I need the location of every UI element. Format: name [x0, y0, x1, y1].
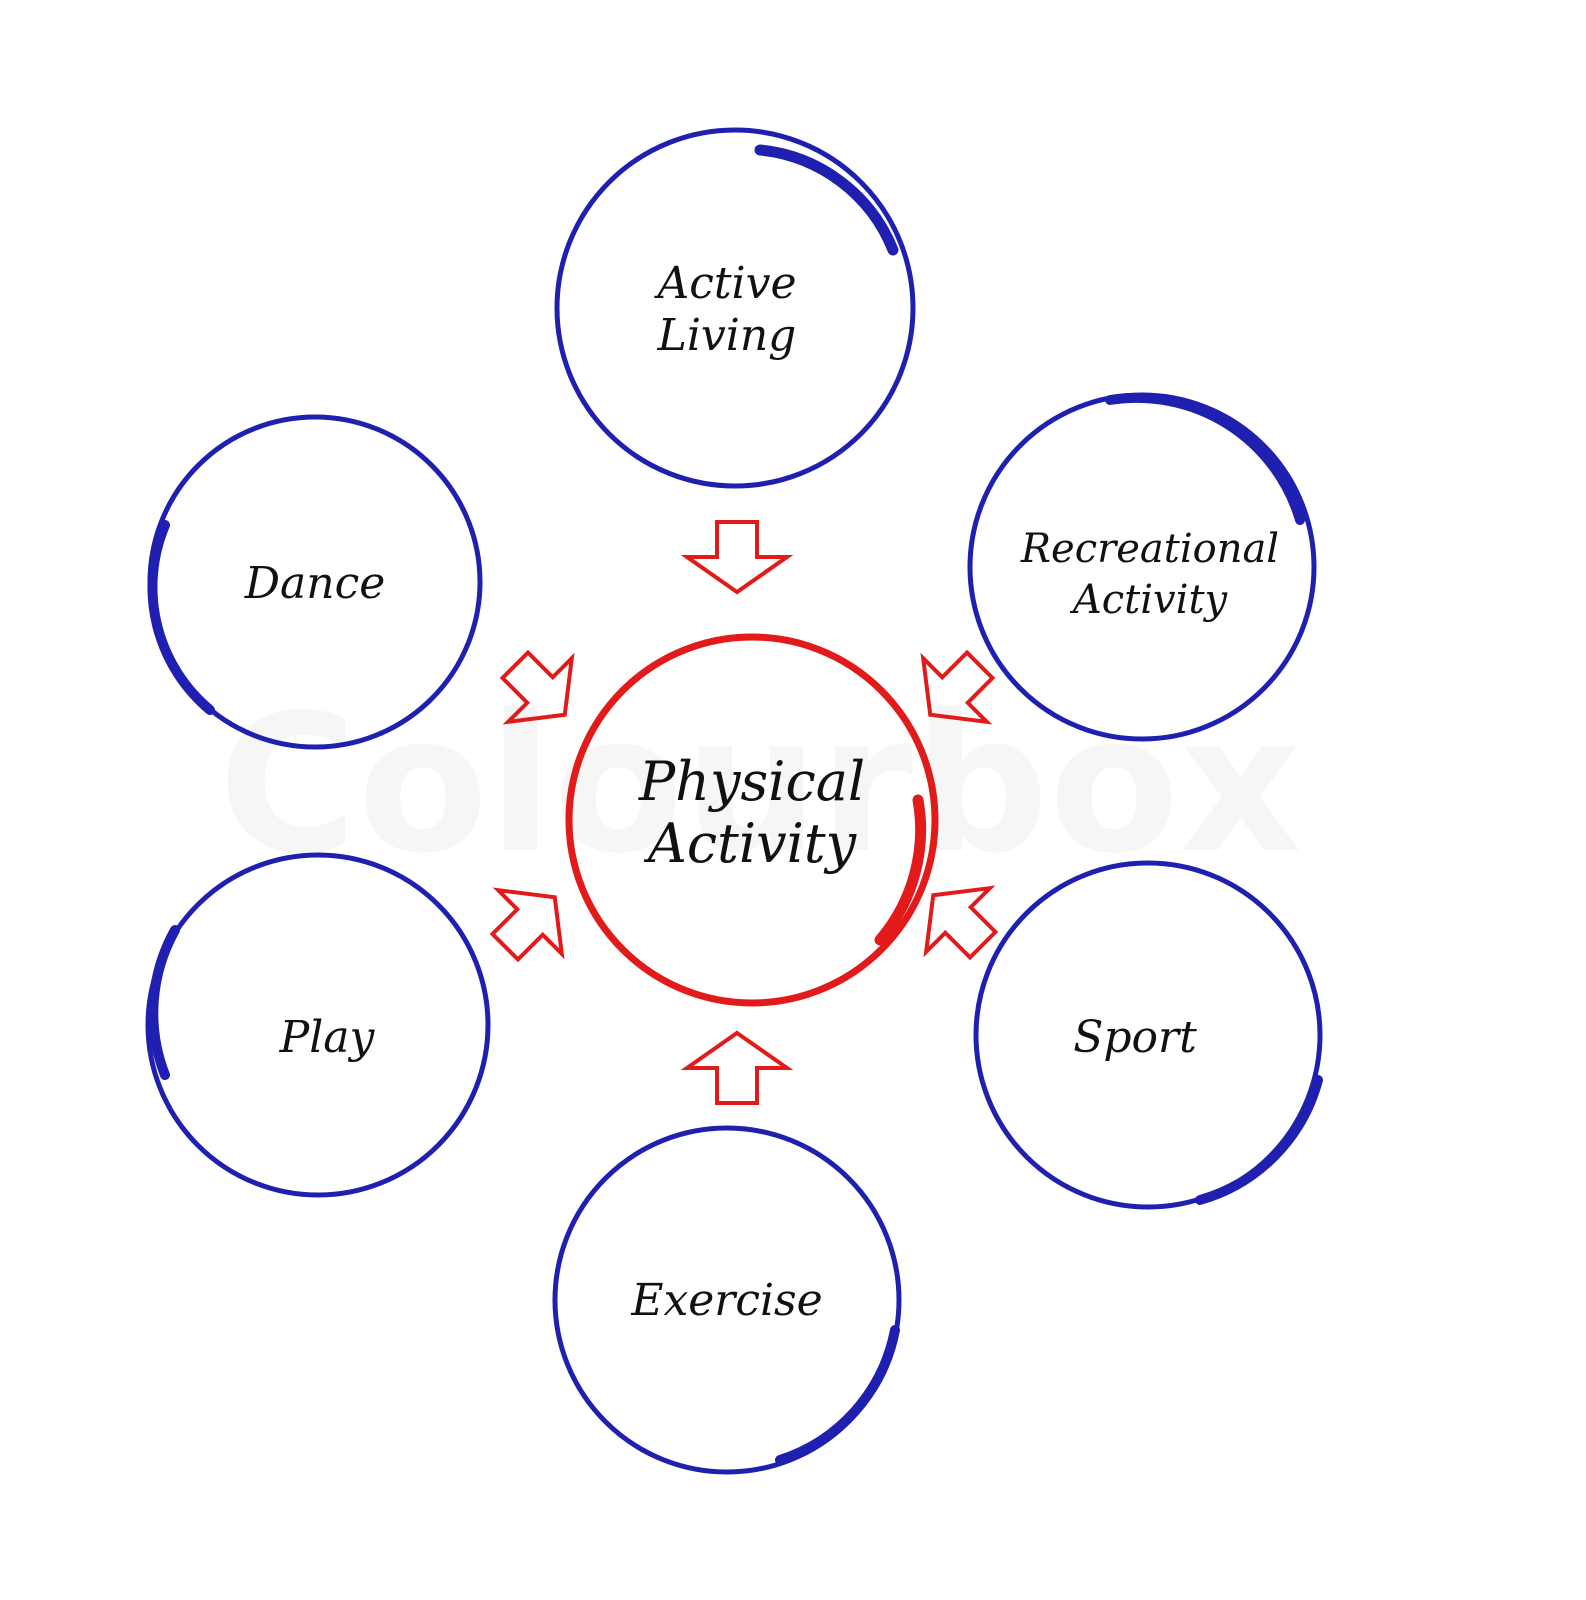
center-circle [565, 633, 939, 1007]
arrow-down-icon [680, 520, 794, 595]
arrow-down-left-icon [920, 649, 996, 725]
arrow-up-left-icon [923, 885, 999, 961]
node-circle-accent-sport [1195, 1075, 1323, 1205]
node-label-exercise: Exercise [630, 1275, 822, 1326]
node-circle-play [145, 852, 491, 1198]
node-dance [147, 414, 483, 750]
center-label-line2: Activity [643, 812, 858, 875]
node-circle-active-living [554, 127, 916, 489]
node-sport [973, 860, 1323, 1210]
node-label-sport: Sport [1073, 1012, 1197, 1063]
center-node [565, 633, 939, 1007]
watermark-text: Colourbox [218, 674, 1302, 895]
node-circle-accent-active-living [754, 144, 899, 256]
node-active-living [554, 127, 916, 489]
node-circle-accent-play [148, 925, 180, 1080]
node-play [145, 852, 491, 1198]
arrow-down-right-icon [499, 649, 575, 725]
node-circle-accent-exercise [775, 1325, 900, 1465]
node-label-recreational-activity-line2: Activity [1069, 577, 1229, 623]
node-label-recreational-activity-line1: Recreational [1020, 526, 1279, 572]
node-circle-accent-dance [147, 520, 215, 715]
node-label-play: Play [279, 1012, 376, 1063]
node-label-dance: Dance [244, 558, 386, 609]
center-label-line1: Physical [638, 750, 865, 813]
node-recreational-activity [967, 392, 1317, 742]
node-label-active-living-line2: Living [657, 310, 797, 361]
center-circle-accent [874, 794, 927, 946]
node-circle-accent-recreational-activity [1105, 392, 1305, 525]
arrow-up-icon [680, 1030, 794, 1105]
node-circle-sport [973, 860, 1323, 1210]
arrow-up-right-icon [489, 887, 565, 963]
node-circle-exercise [552, 1125, 902, 1475]
node-exercise [552, 1125, 902, 1475]
node-label-active-living-line1: Active [653, 258, 796, 309]
